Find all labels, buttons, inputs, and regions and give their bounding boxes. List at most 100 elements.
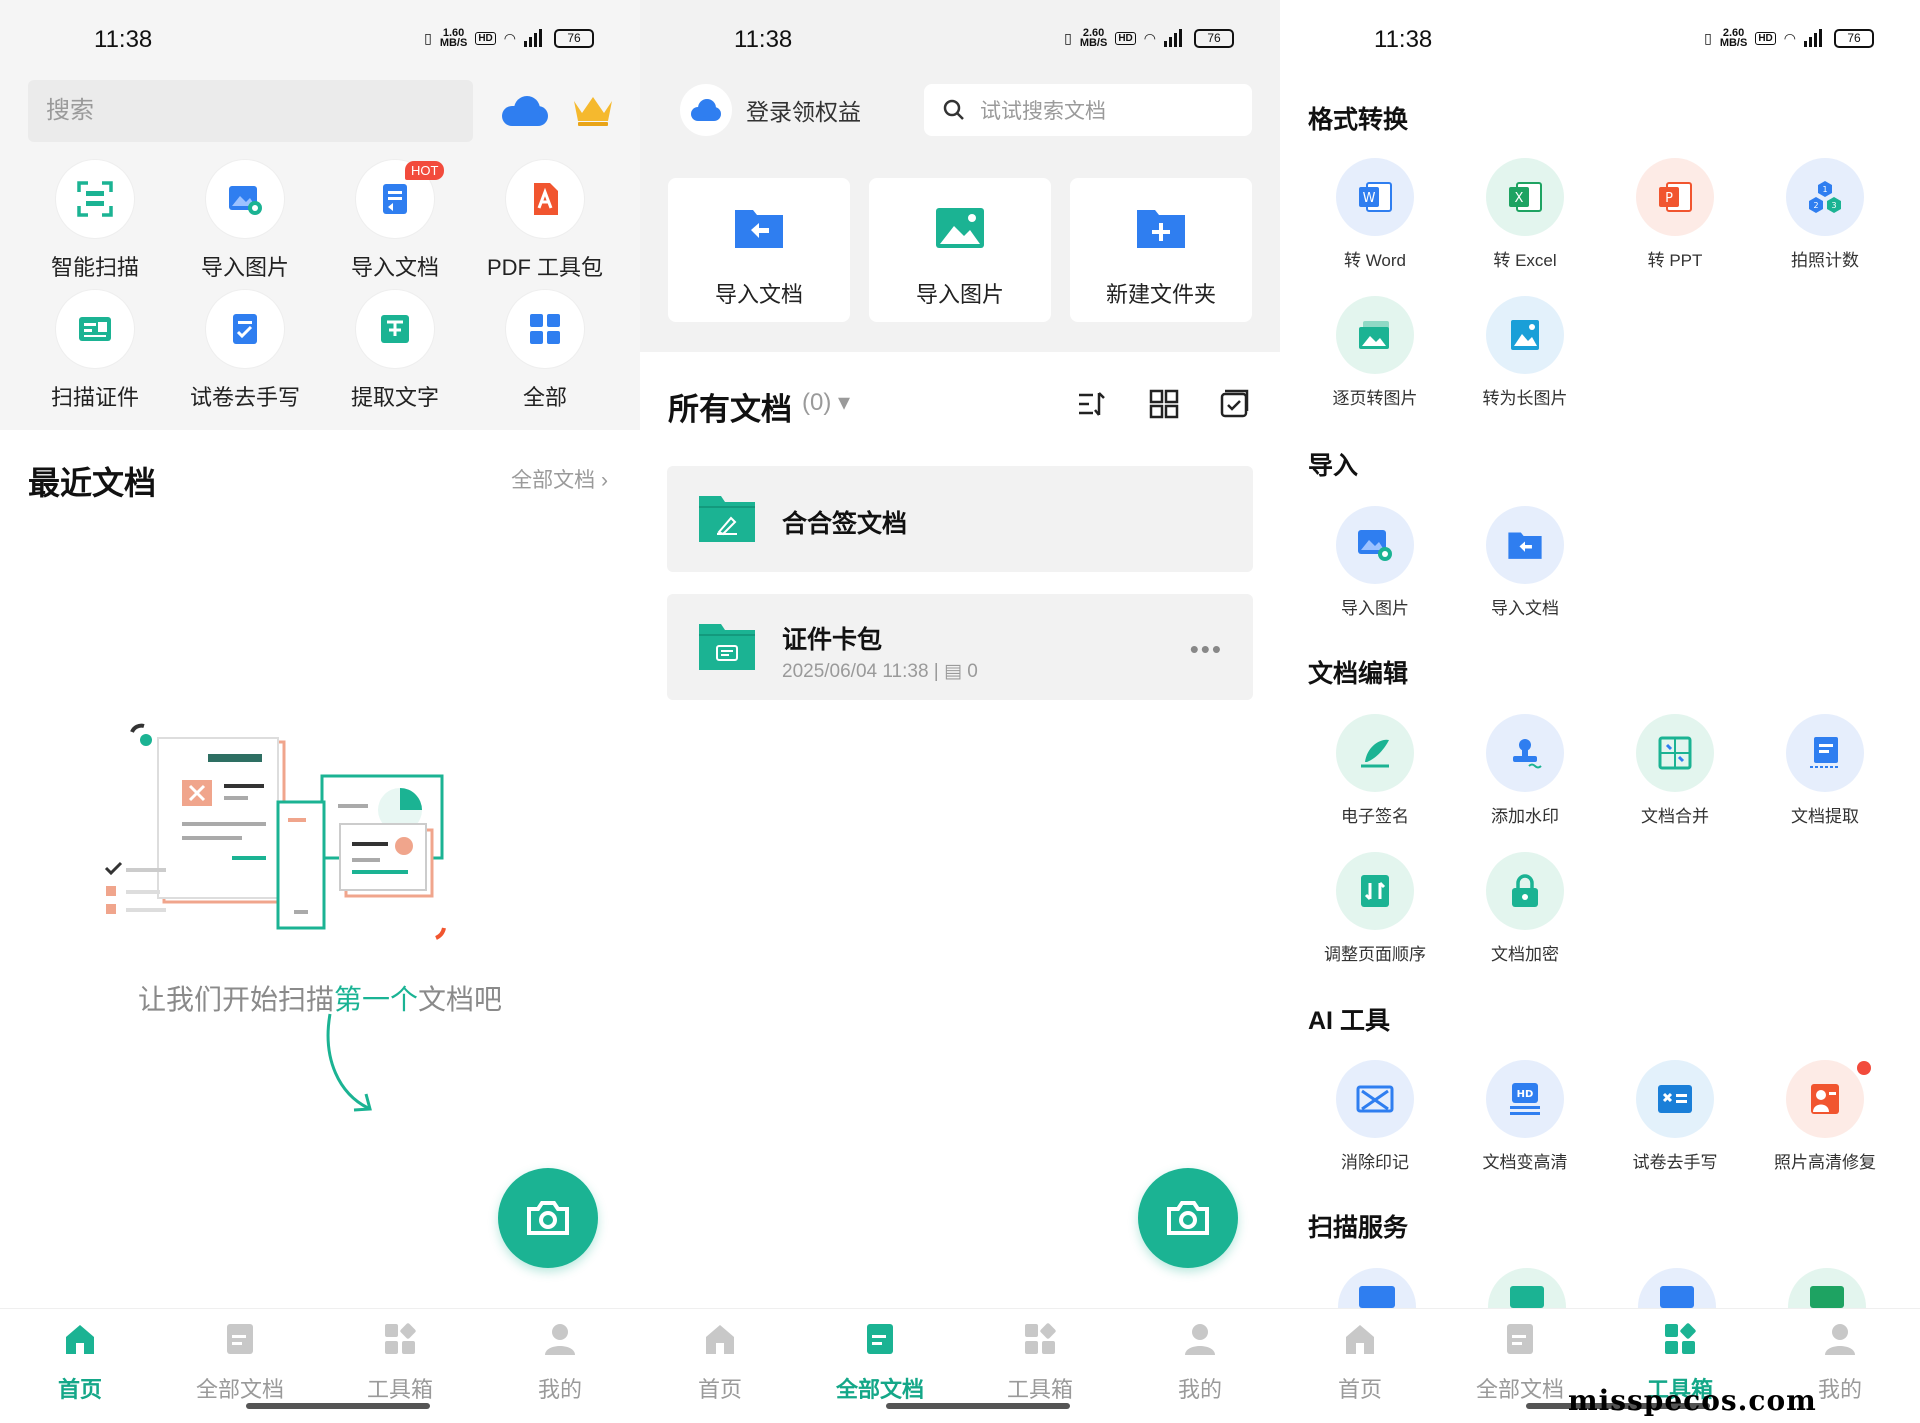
import-image-card[interactable]: 导入图片 <box>869 178 1051 322</box>
camera-button[interactable] <box>1138 1168 1238 1268</box>
tool-label: 导入图片 <box>200 255 289 280</box>
folder-item[interactable]: 证件卡包 2025/06/04 11:38 | ▤ 0 ••• <box>667 594 1253 700</box>
tool-merge[interactable]: 文档合并 <box>1600 714 1750 827</box>
grid-view-icon[interactable] <box>1148 388 1180 420</box>
vibrate-icon: ▯ <box>1704 29 1712 46</box>
document-icon <box>227 1324 253 1354</box>
svg-text:2: 2 <box>1813 201 1818 210</box>
folder-item[interactable]: 合合签文档 <box>667 466 1253 572</box>
cloud-icon[interactable] <box>502 96 548 126</box>
section-title: 扫描服务 <box>1308 1214 1409 1242</box>
tool-all[interactable]: 全部 <box>470 290 620 412</box>
all-docs-link[interactable]: 全部文档 › <box>511 469 608 492</box>
crown-icon[interactable] <box>572 93 614 127</box>
search-docs-input[interactable]: 试试搜索文档 <box>924 84 1252 136</box>
user-icon <box>1185 1324 1215 1355</box>
tool-reorder[interactable]: 调整页面顺序 <box>1300 852 1450 965</box>
folder-name: 合合签文档 <box>782 510 908 538</box>
vibrate-icon: ▯ <box>1064 29 1072 46</box>
tool-photo-restore[interactable]: 照片高清修复 <box>1750 1060 1900 1173</box>
nav-all-docs[interactable]: 全部文档 <box>160 1321 320 1404</box>
tool-exam-clean[interactable]: 试卷去手写 <box>170 290 320 412</box>
pdf-icon <box>506 160 584 238</box>
toolbox-icon <box>385 1323 416 1354</box>
search-icon <box>943 99 964 120</box>
scan-service-icon[interactable] <box>1488 1268 1566 1308</box>
status-time: 11:38 <box>94 26 153 53</box>
tool-import-image[interactable]: 导入图片 <box>1300 506 1450 619</box>
nav-mine[interactable]: 我的 <box>1760 1321 1920 1404</box>
tool-doc-hd[interactable]: HD 文档变高清 <box>1450 1060 1600 1173</box>
bottom-nav: 首页 全部文档 工具箱 我的 <box>1280 1308 1920 1423</box>
reorder-icon <box>1336 852 1414 930</box>
nav-home[interactable]: 首页 <box>0 1321 160 1404</box>
nav-mine[interactable]: 我的 <box>480 1321 640 1404</box>
camera-button[interactable] <box>498 1168 598 1268</box>
nav-home[interactable]: 首页 <box>1280 1321 1440 1404</box>
wifi-icon: ◠ <box>1783 29 1796 46</box>
tool-exam-clean[interactable]: 试卷去手写 <box>1600 1060 1750 1173</box>
tool-import-doc[interactable]: 导入文档 <box>1450 506 1600 619</box>
import-doc-card[interactable]: 导入文档 <box>668 178 850 322</box>
signal-icon <box>1164 29 1186 47</box>
bottom-nav: 首页 全部文档 工具箱 我的 <box>0 1308 640 1423</box>
svg-text:1: 1 <box>1822 185 1827 194</box>
nav-mine[interactable]: 我的 <box>1120 1321 1280 1404</box>
tool-to-word[interactable]: W 转 Word <box>1300 158 1450 271</box>
tool-scan-id[interactable]: 扫描证件 <box>20 290 170 412</box>
image-icon <box>936 208 984 248</box>
search-input[interactable]: 搜索 <box>28 80 473 142</box>
tool-pdf-kit[interactable]: PDF 工具包 <box>470 160 620 282</box>
folder-import-icon <box>1486 506 1564 584</box>
select-icon[interactable] <box>1218 388 1250 420</box>
home-icon <box>66 1325 94 1354</box>
tool-import-doc[interactable]: 导入文档 <box>320 160 470 282</box>
more-icon[interactable]: ••• <box>1189 634 1223 664</box>
scan-service-icon[interactable] <box>1638 1268 1716 1308</box>
nav-toolbox[interactable]: 工具箱 <box>1600 1321 1760 1404</box>
tool-import-image[interactable]: 导入图片 <box>170 160 320 282</box>
tool-e-sign[interactable]: 电子签名 <box>1300 714 1450 827</box>
tool-extract[interactable]: 文档提取 <box>1750 714 1900 827</box>
home-indicator <box>1526 1403 1710 1409</box>
scan-service-icon[interactable] <box>1338 1268 1416 1308</box>
import-image-icon <box>206 160 284 238</box>
login-button[interactable]: 登录领权益 <box>680 84 861 136</box>
nav-all-docs[interactable]: 全部文档 <box>800 1321 960 1404</box>
battery-icon: 76 <box>1194 28 1234 48</box>
hd-icon: HD <box>1115 31 1136 45</box>
user-icon <box>545 1324 575 1355</box>
tool-to-ppt[interactable]: P 转 PPT <box>1600 158 1750 271</box>
all-docs-count[interactable]: (0) ▾ <box>802 389 851 416</box>
word-icon: W <box>1336 158 1414 236</box>
photo-restore-icon <box>1786 1060 1864 1138</box>
nav-toolbox[interactable]: 工具箱 <box>320 1321 480 1404</box>
folder-meta: 2025/06/04 11:38 | ▤ 0 <box>782 661 978 682</box>
scan-service-icon[interactable] <box>1788 1268 1866 1308</box>
tool-remove-marks[interactable]: 消除印记 <box>1300 1060 1450 1173</box>
exam-icon <box>1636 1060 1714 1138</box>
sort-icon[interactable] <box>1076 388 1108 420</box>
tool-encrypt[interactable]: 文档加密 <box>1450 852 1600 965</box>
tool-smart-scan[interactable]: 智能扫描 <box>20 160 170 282</box>
hd-doc-icon: HD <box>1486 1060 1564 1138</box>
excel-icon: X <box>1486 158 1564 236</box>
tool-watermark[interactable]: 添加水印 <box>1450 714 1600 827</box>
new-folder-card[interactable]: 新建文件夹 <box>1070 178 1252 322</box>
tool-label: 智能扫描 <box>50 255 139 280</box>
tool-label: 导入文档 <box>350 255 439 280</box>
tool-long-image[interactable]: 转为长图片 <box>1450 296 1600 409</box>
nav-home[interactable]: 首页 <box>640 1321 800 1404</box>
nav-toolbox[interactable]: 工具箱 <box>960 1321 1120 1404</box>
tool-to-excel[interactable]: X 转 Excel <box>1450 158 1600 271</box>
section-title: 文档编辑 <box>1308 660 1409 688</box>
nav-all-docs[interactable]: 全部文档 <box>1440 1321 1600 1404</box>
tool-extract-text[interactable]: 提取文字 <box>320 290 470 412</box>
tool-page-to-image[interactable]: 逐页转图片 <box>1300 296 1450 409</box>
